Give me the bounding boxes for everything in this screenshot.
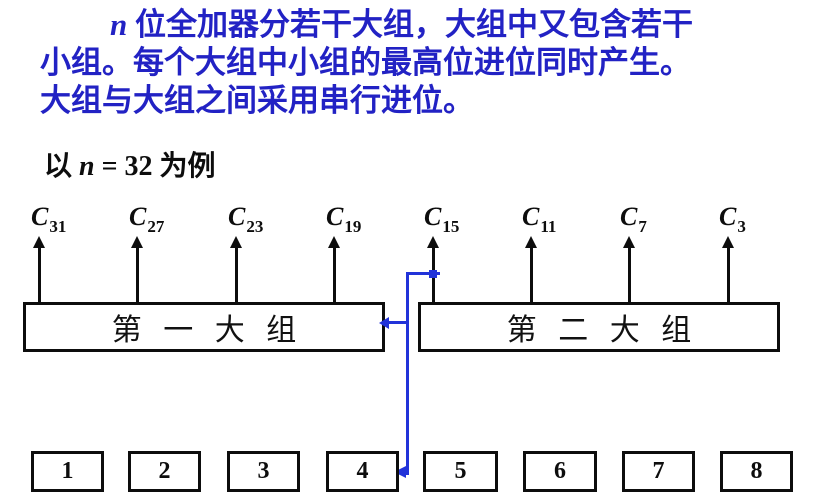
carry-label-c7: C7 (620, 202, 647, 236)
small-group-box-3: 3 (227, 451, 300, 492)
arrow-up-icon (328, 236, 340, 248)
small-group-label: 2 (158, 458, 171, 484)
arrow-up-icon (722, 236, 734, 248)
group1-box: 第 一 大 组 (23, 302, 385, 352)
example-line: 以 n = 32 为例 (44, 144, 216, 184)
small-group-box-5: 5 (423, 451, 498, 492)
arrow-shaft (530, 246, 533, 303)
group2-label: 第 二 大 组 (506, 314, 699, 347)
arrow-up-icon (33, 236, 45, 248)
intro-paragraph: n 位全加器分若干大组，大组中又包含若干 小组。每个大组中小组的最高位进位同时产… (40, 6, 805, 120)
carry-feedback-top-segment (406, 272, 440, 275)
small-group-label: 1 (61, 458, 74, 484)
carry-label-c31: C31 (31, 202, 67, 236)
arrow-left-into-group1-icon (379, 317, 389, 329)
group2-box: 第 二 大 组 (418, 302, 780, 352)
arrow-up-icon (525, 236, 537, 248)
small-group-box-4: 4 (326, 451, 399, 492)
small-group-label: 5 (454, 458, 467, 484)
small-group-label: 3 (257, 458, 270, 484)
small-group-label: 6 (554, 458, 566, 484)
carry-label-c3: C3 (719, 202, 746, 236)
carry-label-c15: C15 (424, 202, 460, 236)
arrow-up-icon (427, 236, 439, 248)
arrow-shaft (136, 246, 139, 303)
arrow-up-icon (131, 236, 143, 248)
variable-n: n (110, 7, 128, 42)
small-group-box-2: 2 (128, 451, 201, 492)
example-prefix: 以 (44, 151, 80, 182)
carry-feedback-junction-dot (429, 270, 437, 278)
carry-label-c27: C27 (129, 202, 165, 236)
arrow-shaft (38, 246, 41, 303)
small-group-label: 7 (652, 458, 665, 484)
carry-feedback-vertical-segment (406, 272, 409, 475)
intro-line-2: 小组。每个大组中小组的最高位进位同时产生。 (40, 45, 691, 80)
arrow-shaft (628, 246, 631, 303)
arrow-shaft (235, 246, 238, 303)
example-variable-n: n (79, 151, 95, 182)
example-suffix: = 32 为例 (94, 151, 216, 182)
small-group-label: 8 (750, 458, 763, 484)
carry-label-c19: C19 (326, 202, 362, 236)
intro-line-1: n 位全加器分若干大组，大组中又包含若干 (40, 6, 805, 44)
arrow-up-icon (623, 236, 635, 248)
intro-line-1-text: 位全加器分若干大组，大组中又包含若干 (127, 7, 693, 42)
arrow-shaft (727, 246, 730, 303)
small-group-label: 4 (356, 458, 369, 484)
group1-label: 第 一 大 组 (111, 314, 304, 347)
intro-line-3: 大组与大组之间采用串行进位。 (40, 83, 474, 118)
small-group-box-8: 8 (720, 451, 793, 492)
arrow-up-icon (230, 236, 242, 248)
carry-label-c11: C11 (522, 202, 557, 236)
small-group-box-7: 7 (622, 451, 695, 492)
small-group-box-1: 1 (31, 451, 104, 492)
arrow-shaft (333, 246, 336, 303)
small-group-box-6: 6 (523, 451, 597, 492)
carry-label-c23: C23 (228, 202, 264, 236)
carry-feedback-branch-segment (388, 321, 409, 324)
